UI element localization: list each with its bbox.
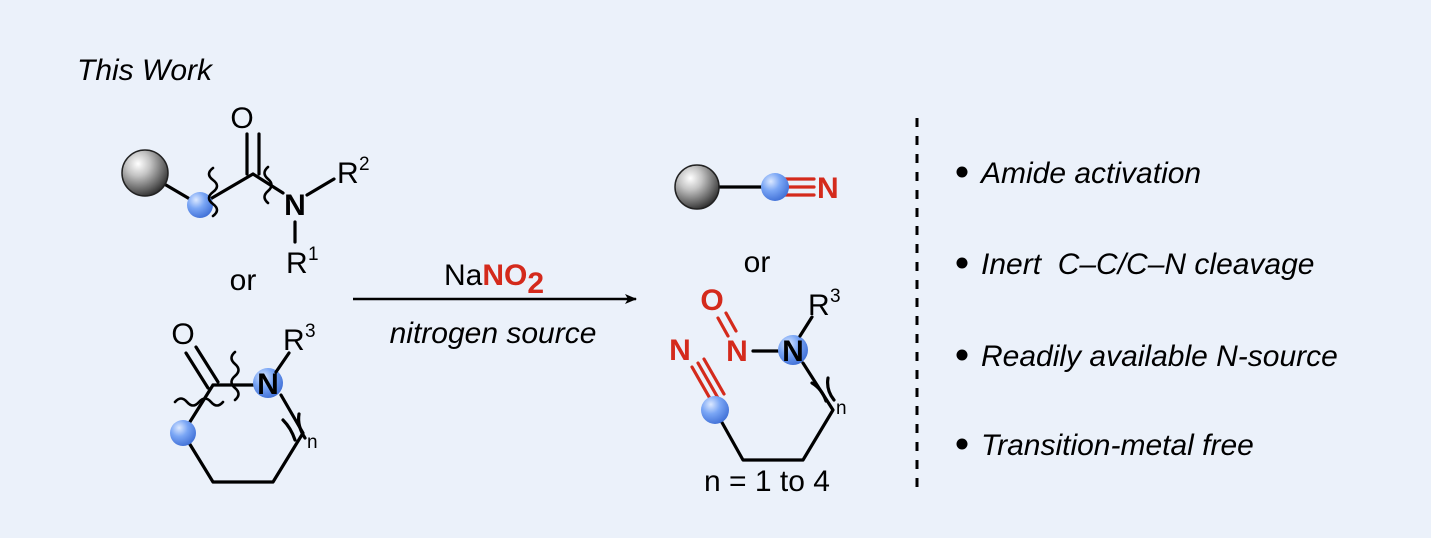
ring-opened-product: O N N R 3 N n — [669, 284, 847, 462]
r3-superscript-right: 3 — [830, 286, 841, 307]
r3-label-left: R — [283, 324, 305, 357]
or-left: or — [230, 264, 257, 297]
bullet-icon — [956, 349, 968, 361]
n-label-right: n — [836, 398, 847, 419]
amide-nitrogen: N — [284, 189, 306, 222]
condition-label: nitrogen source — [390, 317, 597, 350]
lactam-nitrogen-atom — [253, 368, 283, 398]
n-range-label: n = 1 to 4 — [704, 465, 830, 498]
cn-cleavage-mark — [263, 165, 273, 205]
lactam-alpha-carbon-atom — [170, 420, 196, 446]
lactam-oxygen: O — [171, 318, 194, 351]
n-label-left: n — [307, 432, 318, 453]
r1-label: R — [286, 247, 308, 280]
nitrile-product: N — [674, 164, 839, 210]
acyclic-amide: O N R 2 R 1 — [121, 102, 370, 280]
bullet-icon — [956, 257, 968, 269]
substrate-sphere-icon — [121, 149, 169, 197]
feature-item: Amide activation — [979, 157, 1201, 190]
ring-size-bracket-left — [281, 418, 297, 442]
feature-list: Amide activation Inert C–C/C–N cleavage … — [956, 157, 1338, 462]
nitrile-nitrogen: N — [817, 172, 839, 205]
lactam-cn-cleavage-mark — [230, 350, 240, 402]
r2-label: R — [337, 157, 359, 190]
amine-nitrogen-atom — [778, 335, 808, 365]
r2-superscript: 2 — [359, 154, 370, 175]
bullet-icon — [956, 166, 968, 178]
nitroso-nitrogen: N — [726, 335, 748, 368]
feature-item: Transition-metal free — [981, 429, 1254, 462]
scheme-heading: This Work — [77, 54, 214, 87]
reagent-label: NaNO2 — [444, 259, 544, 300]
product-nitrile-carbon-atom — [701, 396, 729, 424]
alpha-carbon-atom — [187, 192, 213, 218]
r3-superscript-left: 3 — [305, 321, 316, 342]
feature-item: Readily available N-source — [981, 340, 1338, 373]
product-sphere-icon — [674, 164, 720, 210]
reaction-arrow: NaNO2 nitrogen source — [353, 259, 637, 350]
lactam-nitrogen: N — [257, 368, 279, 401]
cyclic-lactam: O N R 3 n — [170, 318, 318, 484]
lactam-cc-cleavage-mark — [173, 397, 225, 407]
carbonyl-oxygen: O — [230, 102, 253, 135]
or-right: or — [744, 246, 771, 279]
product-nitrile-nitrogen: N — [669, 334, 691, 367]
bullet-icon — [956, 438, 968, 450]
nitroso-oxygen: O — [700, 284, 723, 317]
ring-size-bracket-right — [810, 381, 828, 403]
amine-nitrogen: N — [782, 335, 804, 368]
nitrile-carbon-atom — [761, 173, 789, 201]
feature-item: Inert C–C/C–N cleavage — [981, 248, 1315, 281]
r1-superscript: 1 — [308, 244, 319, 265]
cc-cleavage-mark — [207, 166, 219, 218]
r3-label-right: R — [808, 289, 830, 322]
